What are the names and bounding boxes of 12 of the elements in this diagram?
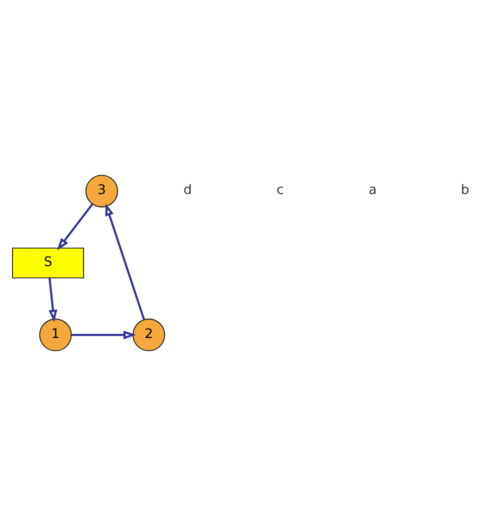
node-circle: 2: [132, 318, 166, 352]
label: c: [276, 183, 284, 198]
arrow: [105, 203, 146, 320]
label: b: [460, 183, 470, 198]
label: d: [183, 183, 192, 198]
label: a: [368, 183, 377, 198]
arrow: [57, 204, 94, 250]
arrow: [72, 330, 136, 340]
node-box: S: [12, 248, 84, 278]
node-circle: 3: [86, 174, 118, 208]
node-circle: 1: [39, 318, 72, 352]
arrow: [48, 278, 58, 322]
